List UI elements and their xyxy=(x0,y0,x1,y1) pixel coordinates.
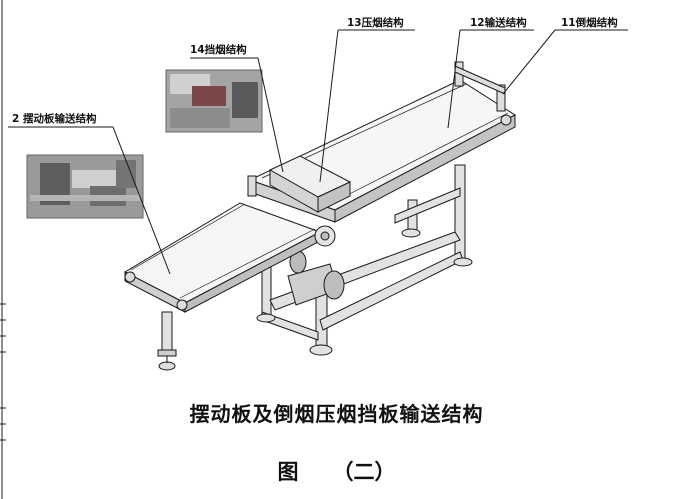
label-swing-plate-conveyor: 2 摆动板输送结构 xyxy=(12,112,97,125)
figure-caption: 图 （二） xyxy=(0,456,673,486)
figure-word: 图 xyxy=(277,459,299,484)
label-press-structure: 13压烟结构 xyxy=(347,16,404,29)
page-border xyxy=(0,0,6,499)
motor xyxy=(287,250,345,306)
swing-plate-conveyor xyxy=(123,202,322,371)
label-conveyor-structure: 12输送结构 xyxy=(470,16,527,29)
leader-lines xyxy=(8,29,628,275)
label-smoke-block-structure: 14挡烟结构 xyxy=(190,43,247,56)
figure-number: （二） xyxy=(332,459,396,484)
press-structure xyxy=(247,155,352,247)
label-pouring-structure: 11倒烟结构 xyxy=(561,16,618,29)
diagram-title: 摆动板及倒烟压烟挡板输送结构 xyxy=(189,402,484,426)
photo-inset-swing-plate xyxy=(26,154,144,219)
main-conveyor xyxy=(248,79,516,223)
photo-inset-smoke-block xyxy=(165,69,263,133)
